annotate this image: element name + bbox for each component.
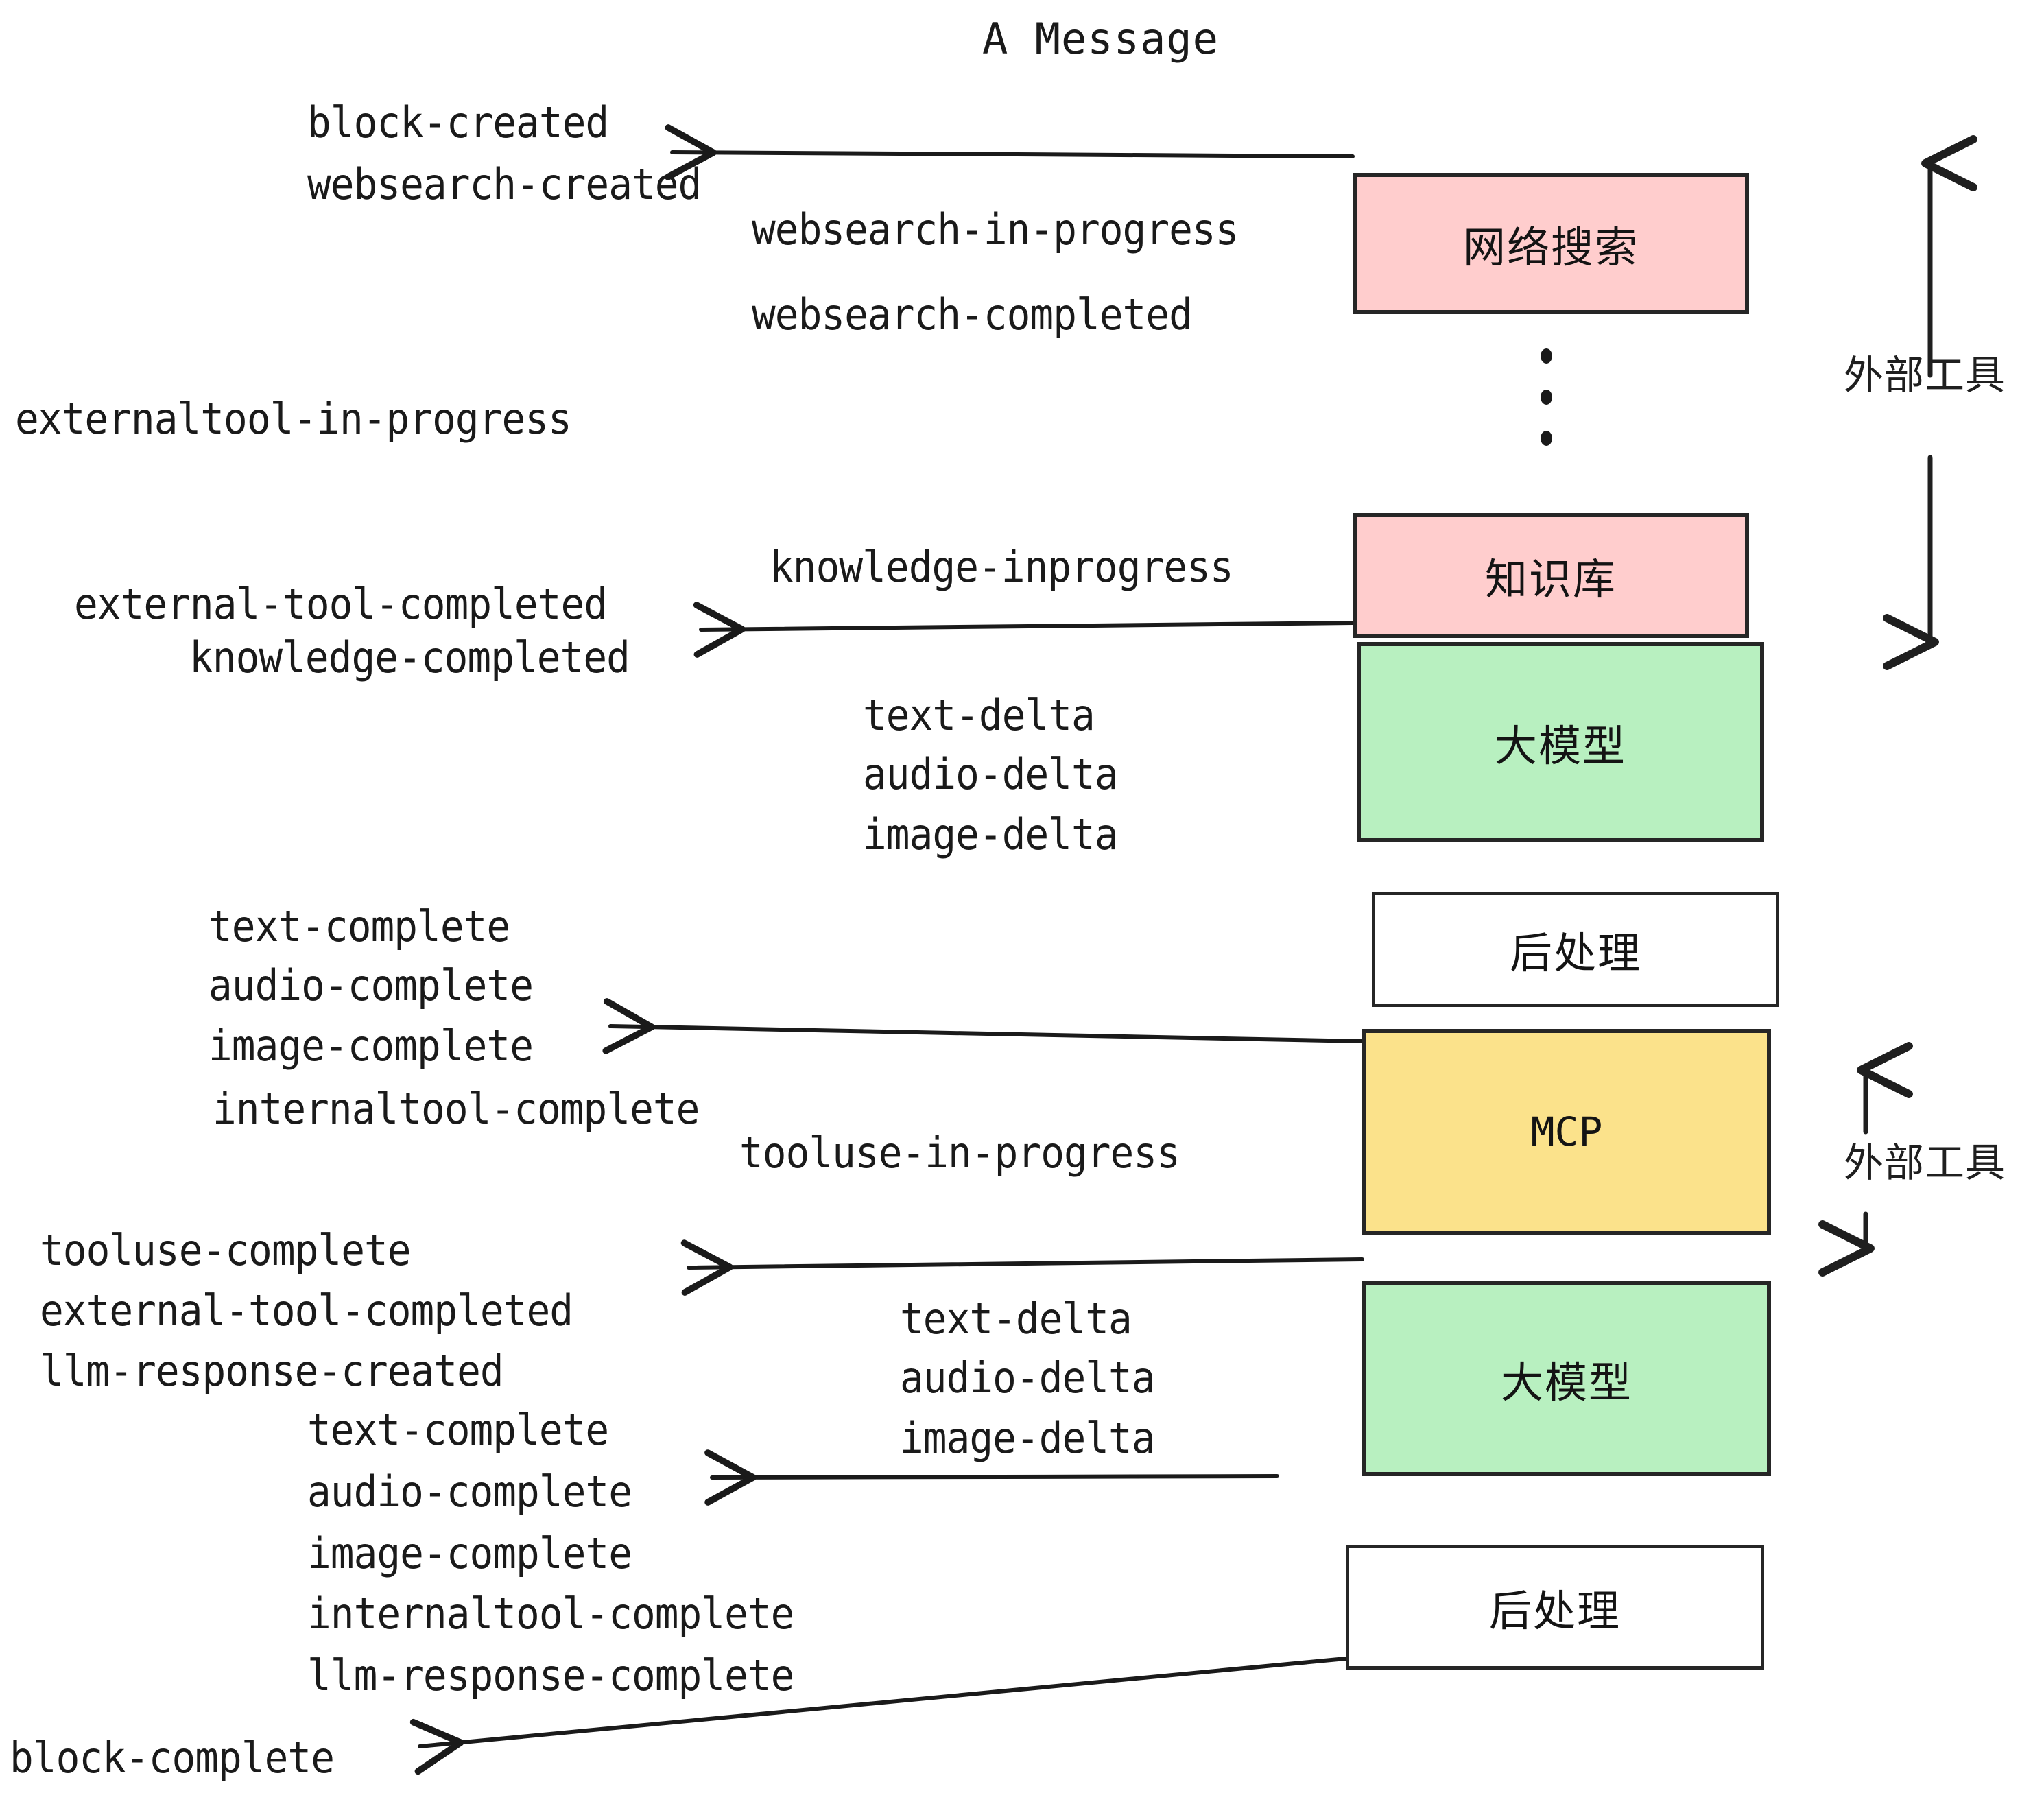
- side-annotation-external-tools-bottom: 外部工具: [1844, 1139, 2006, 1186]
- process-box-label: 后处理: [1509, 928, 1641, 978]
- process-box-mcp: MCP: [1362, 1029, 1771, 1235]
- event-label-block-complete: block-complete: [10, 1733, 335, 1783]
- event-label-block-created: block-created: [307, 97, 609, 147]
- process-box-postprocess-1: 后处理: [1372, 892, 1779, 1007]
- process-box-knowledge: 知识库: [1353, 513, 1749, 638]
- connector-block-created-arrow: [664, 124, 1355, 180]
- ellipsis-dot: [1541, 348, 1552, 364]
- event-label-text-delta-2: text-delta: [900, 1294, 1132, 1344]
- event-label-audio-complete-1: audio-complete: [209, 960, 534, 1010]
- event-label-text-complete-2: text-complete: [307, 1405, 609, 1455]
- event-label-external-tool-completed-1: external-tool-completed: [74, 579, 608, 629]
- process-box-llm-1: 大模型: [1357, 642, 1764, 842]
- page-title: A Message: [982, 14, 1219, 64]
- event-label-websearch-created: websearch-created: [307, 159, 702, 209]
- event-label-audio-complete-2: audio-complete: [307, 1467, 632, 1517]
- process-box-label: 网络搜索: [1462, 222, 1639, 272]
- process-box-websearch: 网络搜索: [1353, 173, 1749, 314]
- event-label-tooluse-in-progress: tooluse-in-progress: [739, 1128, 1180, 1178]
- event-label-image-delta-1: image-delta: [863, 809, 1119, 859]
- event-label-tooluse-complete: tooluse-complete: [40, 1225, 411, 1275]
- connector-image-complete-arrow: [602, 998, 1364, 1054]
- event-label-internaltool-complete-2: internaltool-complete: [307, 1589, 794, 1639]
- event-label-image-complete-2: image-complete: [307, 1528, 632, 1578]
- connector-audio-complete-arrow: [704, 1449, 1279, 1506]
- event-label-internaltool-complete-1: internaltool-complete: [213, 1084, 700, 1134]
- process-box-label: 知识库: [1484, 554, 1617, 604]
- event-label-knowledge-completed: knowledge-completed: [189, 632, 630, 683]
- connector-knowledge-completed-arrow: [693, 602, 1355, 658]
- event-label-websearch-in-progress: websearch-in-progress: [752, 204, 1239, 254]
- event-label-image-complete-1: image-complete: [209, 1021, 534, 1071]
- ellipsis-dot: [1541, 390, 1552, 405]
- process-box-label: 大模型: [1500, 1357, 1632, 1408]
- event-label-llm-response-created: llm-response-created: [40, 1346, 504, 1396]
- event-label-externaltool-in-progress: externaltool-in-progress: [15, 394, 572, 444]
- event-label-audio-delta-1: audio-delta: [863, 749, 1119, 799]
- ellipsis-dot: [1541, 431, 1552, 446]
- connector-tooluse-complete-arrow: [680, 1239, 1364, 1296]
- event-label-external-tool-completed-2: external-tool-completed: [40, 1285, 573, 1336]
- process-box-label: 大模型: [1494, 721, 1626, 771]
- process-box-postprocess-2: 后处理: [1346, 1545, 1764, 1670]
- process-box-label: 后处理: [1488, 1586, 1621, 1636]
- event-label-knowledge-inprogress: knowledge-inprogress: [770, 542, 1234, 592]
- event-label-image-delta-2: image-delta: [900, 1413, 1156, 1463]
- process-box-llm-2: 大模型: [1362, 1281, 1771, 1476]
- event-label-text-delta-1: text-delta: [863, 690, 1095, 740]
- process-box-label: MCP: [1530, 1108, 1603, 1155]
- event-label-llm-response-complete: llm-response-complete: [307, 1650, 794, 1700]
- event-label-text-complete-1: text-complete: [209, 901, 510, 951]
- event-label-websearch-completed: websearch-completed: [752, 289, 1193, 340]
- event-label-audio-delta-2: audio-delta: [900, 1353, 1156, 1403]
- side-annotation-external-tools-top: 外部工具: [1844, 352, 2006, 399]
- ellipsis-dots: [1541, 348, 1552, 472]
